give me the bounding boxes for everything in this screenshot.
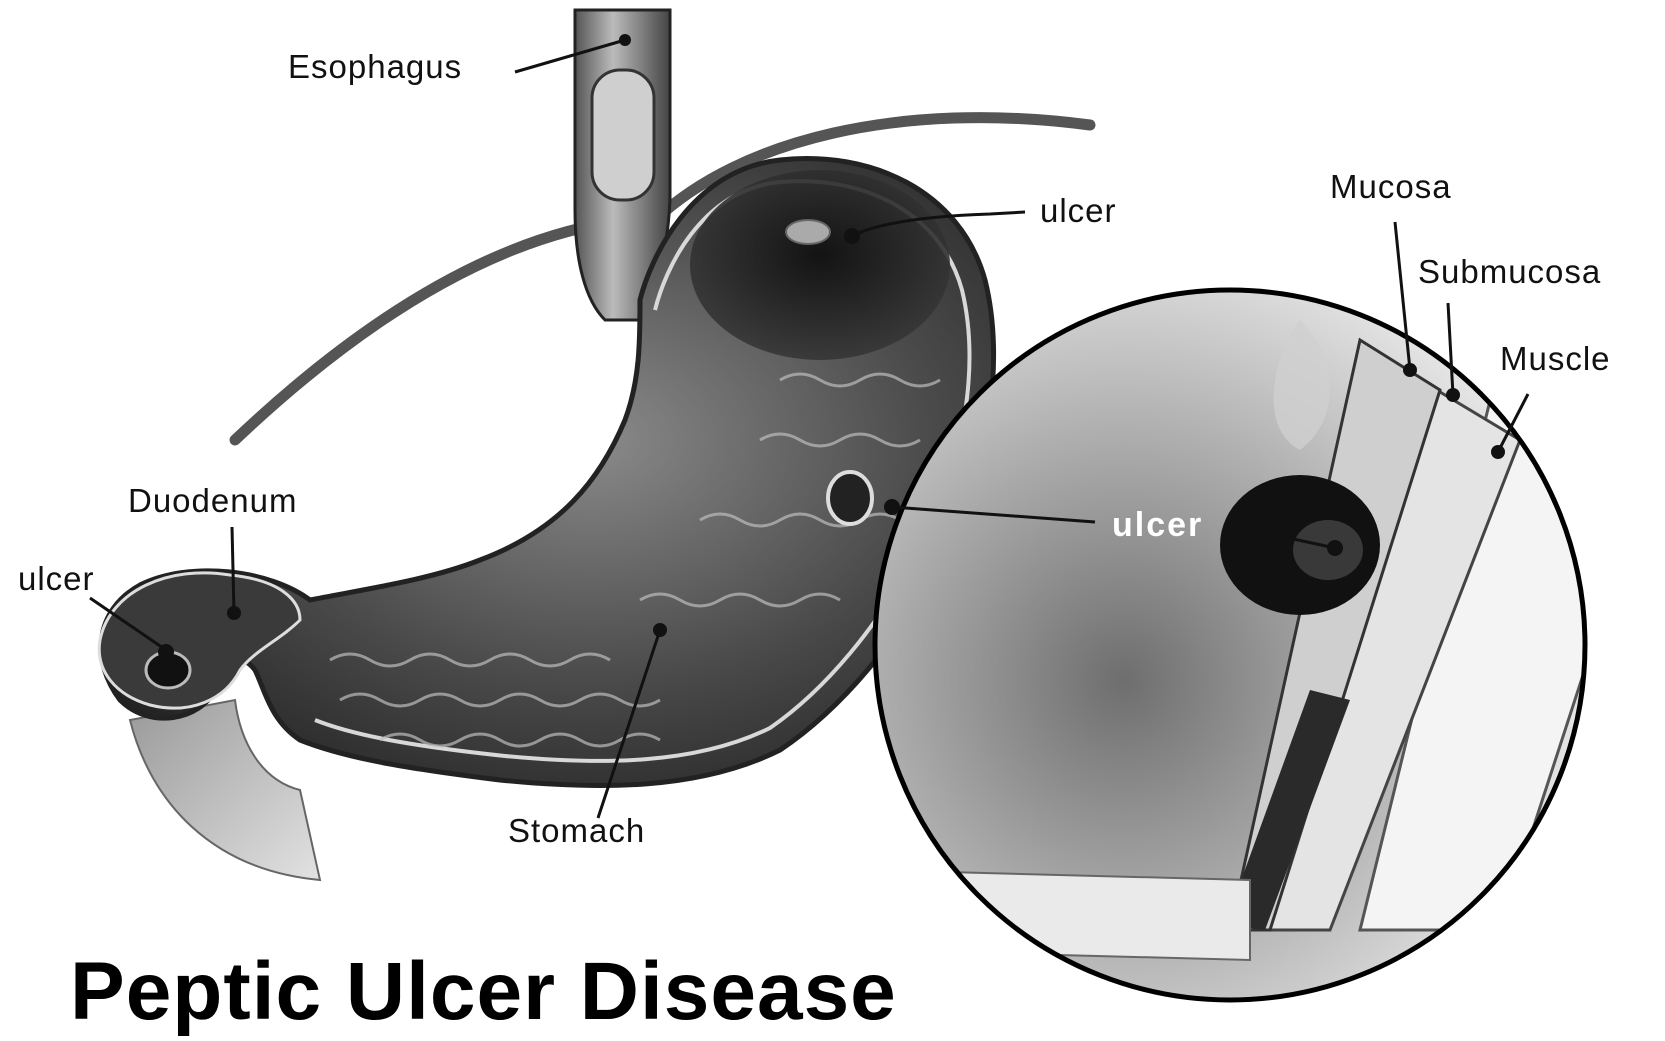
stomach-fundus <box>690 170 950 360</box>
mucosa-floor <box>870 870 1250 960</box>
label-stomach: Stomach <box>508 812 645 850</box>
label-esophagus: Esophagus <box>288 48 462 86</box>
label-ulcer-left: ulcer <box>18 560 95 598</box>
label-duodenum: Duodenum <box>128 482 297 520</box>
fundus-ulcer-crater <box>786 220 830 244</box>
label-ulcer-top: ulcer <box>1040 192 1117 230</box>
label-ulcer-middle: ulcer <box>1112 506 1203 545</box>
label-muscle: Muscle <box>1500 340 1611 378</box>
nerve-line-left <box>235 220 625 440</box>
label-mucosa: Mucosa <box>1330 168 1452 206</box>
label-submucosa: Submucosa <box>1418 253 1601 291</box>
magnified-view <box>870 290 1640 1000</box>
stomach-ulcer-crater <box>828 472 872 524</box>
page-title: Peptic Ulcer Disease <box>70 945 897 1039</box>
esophagus-inner <box>592 70 654 200</box>
